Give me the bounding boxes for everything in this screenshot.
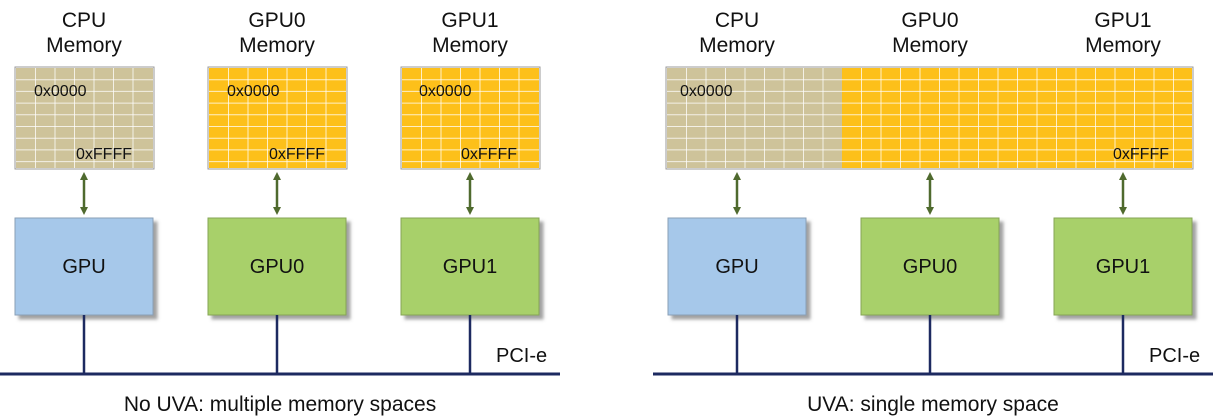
label-line: CPU [714,9,760,32]
right-caption: UVA: single memory space [807,393,1059,416]
left-gpu0-chip-label: GPU0 [249,256,305,278]
label-line: CPU [61,9,107,32]
label-line: Memory [699,34,775,57]
left-gpu1-end-address: 0xFFFF [461,146,517,163]
left-caption: No UVA: multiple memory spaces [123,393,437,416]
left-gpu0-memory-block [207,66,348,170]
left-gpu-chip-label: GPU [62,256,106,278]
left-gpu1-memory-label: GPU1 Memory [405,8,535,58]
left-pcie-label: PCI-e [496,345,548,367]
right-unified-memory-block [665,66,1194,170]
memory-chip-arrows [80,172,1127,215]
label-line: Memory [892,34,968,57]
left-gpu-chip [14,217,154,316]
label-line: GPU1 [441,9,499,32]
label-line: Memory [46,34,122,57]
label-line: Memory [432,34,508,57]
left-gpu1-chip-label: GPU1 [442,256,498,278]
bus-connectors [82,315,1125,373]
left-cpu-memory-block [14,66,155,170]
right-gpu0-memory-label: GPU0 Memory [865,8,995,58]
right-gpu0-chip-label: GPU0 [902,256,958,278]
label-line: Memory [1085,34,1161,57]
right-end-address: 0xFFFF [1113,146,1169,163]
right-gpu1-chip [1053,217,1193,316]
left-gpu0-end-address: 0xFFFF [269,146,325,163]
label-line: GPU0 [248,9,306,32]
left-cpu-start-address: 0x0000 [34,83,87,100]
right-start-address: 0x0000 [680,83,733,100]
right-gpu0-chip [860,217,1000,316]
left-gpu1-start-address: 0x0000 [419,83,472,100]
label-line: GPU1 [1094,9,1152,32]
label-line: GPU0 [901,9,959,32]
right-gpu-chip [667,217,807,316]
label-line: Memory [239,34,315,57]
left-gpu0-chip [207,217,347,316]
left-gpu0-memory-label: GPU0 Memory [212,8,342,58]
left-cpu-memory-label: CPU Memory [19,8,149,58]
left-gpu1-chip [400,217,540,316]
right-gpu1-chip-label: GPU1 [1095,256,1151,278]
left-gpu1-memory-block [400,66,541,170]
right-pcie-label: PCI-e [1149,345,1201,367]
right-cpu-memory-label: CPU Memory [672,8,802,58]
right-gpu-chip-label: GPU [715,256,759,278]
left-gpu0-start-address: 0x0000 [227,83,280,100]
left-cpu-end-address: 0xFFFF [76,146,132,163]
right-gpu1-memory-label: GPU1 Memory [1058,8,1188,58]
